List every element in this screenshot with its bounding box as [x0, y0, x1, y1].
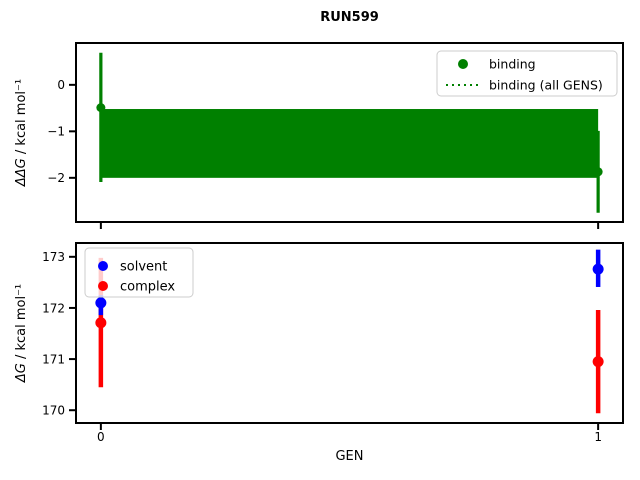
complex-point-gen0: [95, 317, 107, 329]
y-axis-label-units: / kcal mol⁻¹: [14, 284, 29, 363]
x-tick-label: 1: [594, 430, 602, 444]
solvent-point-gen1: [592, 263, 604, 275]
legend: solvent complex: [84, 247, 194, 298]
x-axis-label: GEN: [335, 449, 363, 464]
legend-label: binding (all GENS): [489, 78, 603, 93]
binding-point-gen1: [593, 167, 603, 177]
confidence-band-all-gens: [100, 109, 599, 178]
solvent-point-gen0: [95, 297, 107, 309]
complex-point-gen1: [592, 356, 604, 368]
subplot-dg: 170 171 172 173 0 1 ΔG / kcal mol⁻¹ GEN solvent c…: [14, 242, 624, 464]
y-tick-label: −2: [47, 171, 65, 185]
legend-label: solvent: [120, 260, 167, 275]
legend-marker-binding: [458, 59, 468, 69]
legend-label: complex: [120, 280, 175, 295]
y-axis-label-math: ΔG: [14, 363, 29, 383]
series-binding: [96, 52, 603, 213]
legend-marker-solvent: [98, 261, 108, 271]
legend-label: binding: [489, 57, 536, 72]
legend: binding binding (all GENS): [436, 50, 618, 97]
y-tick-label: 0: [57, 78, 65, 92]
y-tick-label: 171: [42, 352, 65, 366]
y-axis-label: ΔG / kcal mol⁻¹: [14, 284, 29, 383]
legend-box: [436, 50, 618, 97]
chart-title: RUN599: [320, 10, 379, 25]
legend-marker-complex: [98, 281, 108, 291]
series-solvent: [95, 249, 604, 316]
y-axis-label: ΔΔG / kcal mol⁻¹: [14, 79, 29, 187]
axes-spines: [75, 242, 624, 424]
y-tick-label: 172: [42, 301, 65, 315]
axes-spines: [75, 42, 624, 223]
binding-point-gen0: [96, 103, 106, 113]
y-tick-label: 170: [42, 404, 65, 418]
x-tick-label: 0: [97, 430, 105, 444]
legend-box: [84, 247, 194, 298]
y-axis-label-math: ΔΔG: [14, 158, 29, 187]
y-tick-label: 173: [42, 250, 65, 264]
y-tick-label: −1: [47, 125, 65, 139]
y-axis-label-units: / kcal mol⁻¹: [14, 79, 29, 158]
